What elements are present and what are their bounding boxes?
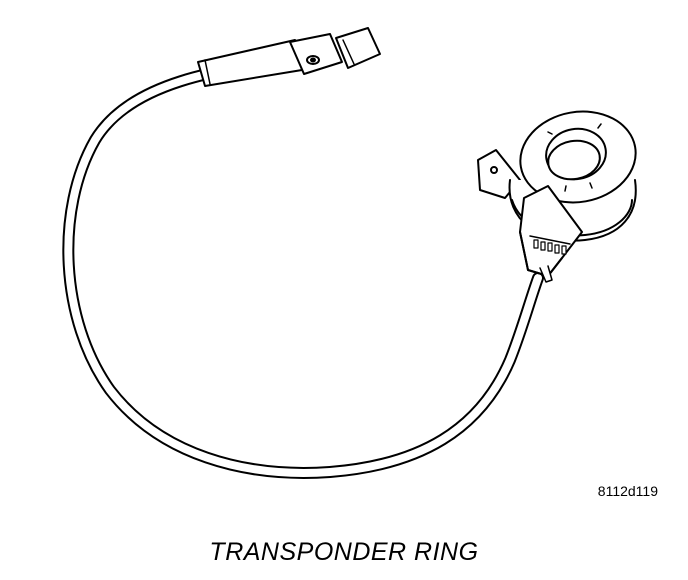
cable-icon (62, 39, 544, 479)
reference-code: 8112d119 (597, 483, 658, 499)
connector-icon (289, 27, 381, 75)
transponder-ring-icon (508, 110, 637, 242)
figure-caption: TRANSPONDER RING (209, 538, 479, 566)
harness-plug-icon (519, 185, 583, 283)
